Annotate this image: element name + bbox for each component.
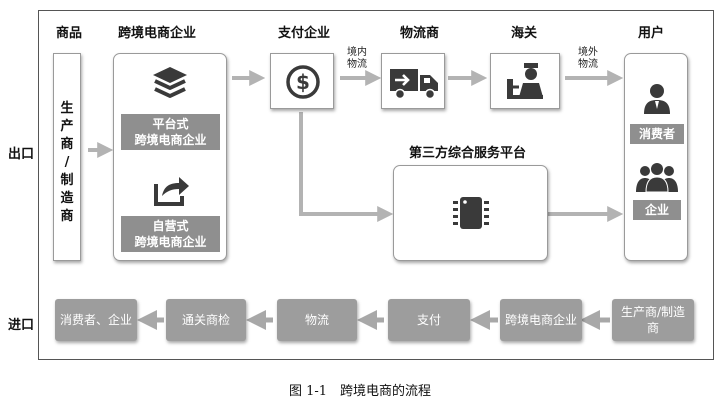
figure-caption: 图 1-1 跨境电商的流程 xyxy=(288,384,432,399)
self-ecommerce-label: 自营式跨境电商企业 xyxy=(121,216,220,252)
header-payment: 支付企业 xyxy=(278,26,331,41)
enterprise-label: 企业 xyxy=(633,200,681,220)
platform-ecommerce-label: 平台式跨境电商企业 xyxy=(121,114,220,150)
import-step-clearance: 通关商检 xyxy=(166,299,246,341)
header-customs: 海关 xyxy=(511,26,538,41)
producer-label: 生产商/制造商 xyxy=(60,101,74,224)
share-icon xyxy=(154,177,189,206)
third-party-platform-box xyxy=(393,165,548,261)
payment-box: $ xyxy=(270,53,334,109)
chip-icon xyxy=(453,197,489,229)
header-user: 用户 xyxy=(638,26,665,41)
producer-box: 生产商/制造商 xyxy=(53,53,81,261)
third-party-platform-title: 第三方综合服务平台 xyxy=(409,146,527,161)
svg-text:$: $ xyxy=(296,70,310,94)
import-step-ecommerce: 跨境电商企业 xyxy=(500,299,582,341)
row-label-export: 出口 xyxy=(8,147,35,162)
layers-icon xyxy=(153,67,187,98)
header-logistics: 物流商 xyxy=(400,26,440,41)
import-step-logistics: 物流 xyxy=(277,299,357,341)
group-icon xyxy=(636,163,678,193)
logistics-box xyxy=(381,53,445,109)
header-goods: 商品 xyxy=(56,26,83,41)
ecommerce-box: 平台式跨境电商企业 自营式跨境电商企业 xyxy=(113,53,227,261)
import-step-payment: 支付 xyxy=(388,299,470,341)
diagram-frame xyxy=(38,10,714,360)
delivery-truck-icon xyxy=(390,69,438,100)
import-step-consumer-enterprise: 消费者、企业 xyxy=(55,299,137,341)
dollar-coin-icon: $ xyxy=(286,65,320,99)
domestic-logistics-label: 境内物流 xyxy=(347,47,367,70)
overseas-logistics-label: 境外物流 xyxy=(578,47,598,70)
user-box: 消费者 企业 xyxy=(624,53,688,261)
header-ecommerce: 跨境电商企业 xyxy=(118,26,197,41)
arrow-payment-to-platform xyxy=(299,112,394,222)
person-icon xyxy=(644,84,670,114)
import-step-producer: 生产商/制造商 xyxy=(612,299,694,341)
customs-box xyxy=(490,53,560,109)
customs-officer-icon xyxy=(507,63,543,99)
consumer-label: 消费者 xyxy=(630,124,684,144)
row-label-import: 进口 xyxy=(8,318,35,333)
